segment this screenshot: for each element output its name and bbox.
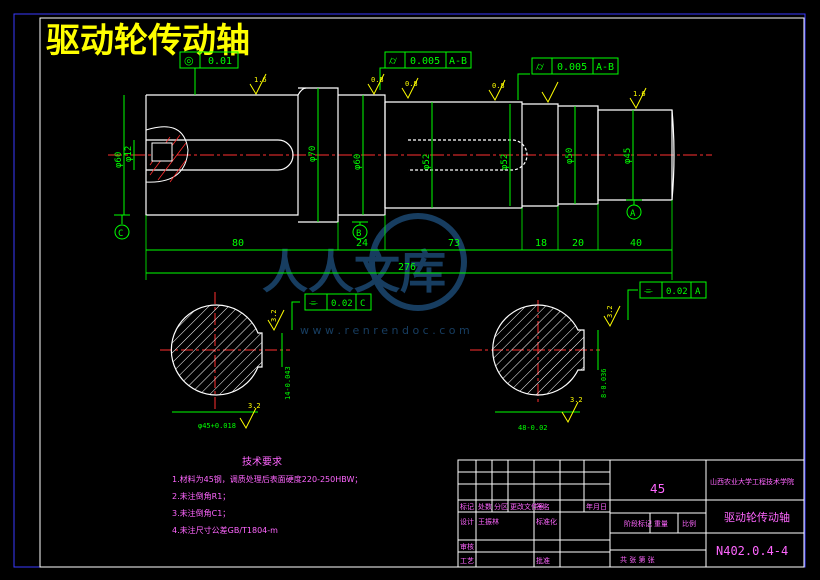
partial-section [145,126,189,183]
dia-52b-label: φ52 [500,154,510,170]
tech-heading: 技术要求 [242,455,282,468]
datum-a-label: A [630,209,636,219]
gdt-section-c: ⌯ 0.02 C [291,293,372,330]
title-block [457,459,805,568]
datum-b-label: B [356,229,361,239]
length-80: 80 [232,238,244,249]
section-left-width: 14-0.043 [284,366,292,400]
tech-requirements: 技术要求 1.材料为45钢，调质处理后表面硬度220-250HBW； 2.未注倒… [172,455,362,535]
roughness-6: 3.2 [270,309,278,322]
dia-12-label: φ12 [124,146,134,162]
tb-row2-std: 标准化 [536,517,557,526]
roughness-1: 1.6 [254,76,267,84]
tb-row1-sign: 签名 [536,502,550,511]
dia-45-label: φ45 [623,148,633,164]
tb-row1-count: 处数 [478,502,492,511]
tb-drawing-no: N402.0.4-4 [716,544,788,558]
tb-material: 45 [650,482,665,496]
tech-item-2: 2.未注倒角R1； [172,491,230,501]
dia-50-label: φ50 [565,148,575,164]
tb-stage: 阶段标记 [624,519,652,528]
gdt-section-a-symbol: ⌯ [644,284,653,297]
dia-52-label: φ52 [422,154,432,170]
section-right-width: 8-0.036 [600,368,608,398]
roughness-symbols [249,73,647,110]
roughness-7: 3.2 [248,402,261,410]
tb-sheet: 共 张 第 张 [620,555,655,564]
tb-part-name: 驱动轮传动轴 [724,510,790,524]
dia-70-label: φ70 [308,146,318,162]
tb-row1-zone: 分区 [494,502,508,511]
length-20: 20 [572,238,584,249]
length-24: 24 [356,238,368,249]
gdt-left: ◎ 0.01 [179,51,239,95]
datum-c-label: C [118,229,123,239]
extension-lines [145,200,673,280]
tb-row1-doc: 更改文件号 [510,502,545,511]
dia-60b-label: φ60 [353,154,363,170]
gdt-mid-symbol: ⌭ [389,54,397,67]
roughness-3: 0.8 [405,80,418,88]
watermark: 人人文库 w w w . r e n r e n d o c . c o m [262,213,470,337]
section-left: 14-0.043 φ45+0.018 3.2 3.2 [160,292,292,430]
tb-school: 山西农业大学工程技术学院 [710,477,794,486]
tb-row1-mark: 标记 [460,502,474,511]
tb-row4-approve: 批准 [536,556,550,565]
gdt-right-symbol: ⌭ [536,60,544,73]
diameter-dims [123,88,634,222]
gdt-section-a: ⌯ 0.02 A [627,281,707,320]
gdt-left-value: 0.01 [208,56,232,67]
watermark-brand: 人人文库 [262,245,446,299]
gdt-section-a-value: 0.02 [666,287,688,297]
tb-row4-process: 工艺 [460,557,474,565]
tb-scale: 比例 [682,519,696,528]
dia-60-label: φ60 [114,152,124,168]
length-dims [146,249,672,274]
gdt-section-a-datum: A [695,287,701,297]
roughness-5: 1.6 [633,90,646,98]
section-right-dia: 48-0.02 [518,424,548,432]
length-40: 40 [630,238,642,249]
roughness-9: 3.2 [570,396,583,404]
inner-border [39,17,805,568]
length-total: 276 [398,262,416,273]
tb-row1-date: 年月日 [586,502,607,511]
roughness-2: 0.8 [371,76,384,84]
section-left-dia: φ45+0.018 [198,422,236,430]
datum-markers [114,199,642,240]
gdt-right-value: 0.005 [557,62,587,73]
tb-row3-review: 审核 [460,542,474,551]
tb-row2-name: 王振林 [478,517,499,526]
watermark-url: w w w . r e n r e n d o c . c o m [300,324,470,337]
gdt-right-datum: A-B [596,62,614,73]
gdt-section-c-value: 0.02 [331,299,353,309]
length-18: 18 [535,238,547,249]
roughness-4: 0.8 [492,82,505,90]
roughness-8: 3.2 [606,305,614,318]
gdt-mid-value: 0.005 [410,56,440,67]
length-73: 73 [448,238,460,249]
gdt-left-symbol: ◎ [184,54,194,67]
drawing-title: 驱动轮传动轴 [46,21,250,61]
tb-weight: 重量 [654,520,668,528]
gdt-section-c-datum: C [360,299,365,309]
tech-item-4: 4.未注尺寸公差GB/T1804-m [172,525,278,535]
tech-item-1: 1.材料为45钢，调质处理后表面硬度220-250HBW； [172,474,362,484]
tb-row2-design: 设计 [460,517,474,526]
tech-item-3: 3.未注倒角C1； [172,508,230,518]
gdt-mid-datum: A-B [449,56,467,67]
gdt-section-c-symbol: ⌯ [309,296,318,309]
gdt-right: ⌭ 0.005 A-B [517,57,619,100]
section-right: 8-0.036 48-0.02 3.2 3.2 [470,300,621,432]
